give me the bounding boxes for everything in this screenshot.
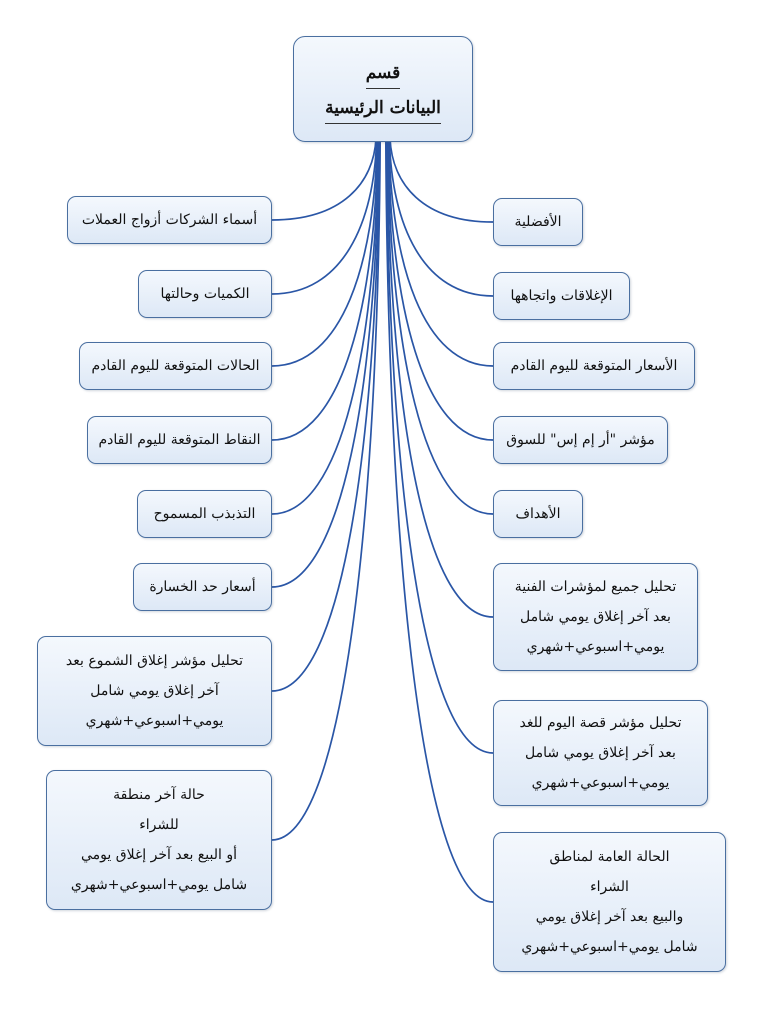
connector-left-4 bbox=[271, 137, 380, 515]
node-expected-states[interactable]: الحالات المتوقعة لليوم القادم bbox=[79, 342, 272, 390]
node-expected-prices[interactable]: الأسعار المتوقعة لليوم القادم bbox=[493, 342, 695, 390]
node-day-story-analysis[interactable]: تحليل مؤشر قصة اليوم للغد بعد آخر إغلاق … bbox=[493, 700, 708, 806]
node-text: الإغلاقات واتجاهها bbox=[510, 288, 613, 304]
connector-right-0 bbox=[389, 137, 494, 223]
node-text-line-4: شامل يومي+اسبوعي+شهري bbox=[521, 939, 698, 955]
node-expected-points[interactable]: النقاط المتوقعة لليوم القادم bbox=[87, 416, 272, 464]
node-closes-trends[interactable]: الإغلاقات واتجاهها bbox=[493, 272, 630, 320]
node-general-zone-state[interactable]: الحالة العامة لمناطق الشراء والبيع بعد آ… bbox=[493, 832, 726, 972]
node-text-line-2: آخر إغلاق يومي شامل bbox=[90, 683, 219, 699]
connector-right-2 bbox=[387, 137, 494, 367]
node-text-line-2: بعد آخر إغلاق يومي شامل bbox=[525, 745, 676, 761]
node-text-line-3: أو البيع بعد آخر إغلاق يومي bbox=[81, 847, 237, 863]
node-text-line-3: يومي+اسبوعي+شهري bbox=[526, 639, 665, 655]
node-text-line-1: حالة آخر منطقة bbox=[113, 787, 205, 803]
connector-left-5 bbox=[271, 137, 380, 588]
node-companies-pairs[interactable]: أسماء الشركات أزواج العملات bbox=[67, 196, 272, 244]
connector-right-3 bbox=[387, 137, 494, 441]
node-text-line-1: الحالة العامة لمناطق bbox=[549, 849, 670, 865]
node-text: أسماء الشركات أزواج العملات bbox=[81, 212, 258, 228]
node-text: النقاط المتوقعة لليوم القادم bbox=[98, 432, 261, 448]
connector-left-6 bbox=[271, 137, 381, 692]
node-text: الكميات وحالتها bbox=[160, 286, 250, 302]
node-last-zone-state[interactable]: حالة آخر منطقة للشراء أو البيع بعد آخر إ… bbox=[46, 770, 272, 910]
connector-left-0 bbox=[271, 137, 377, 221]
root-title-line-1: قسم bbox=[365, 58, 401, 89]
node-targets[interactable]: الأهداف bbox=[493, 490, 583, 538]
connector-left-3 bbox=[271, 137, 379, 441]
connector-left-7 bbox=[271, 137, 382, 841]
connector-left-1 bbox=[271, 137, 378, 295]
node-technical-analysis[interactable]: تحليل جميع لمؤشرات الفنية بعد آخر إغلاق … bbox=[493, 563, 698, 671]
connector-right-4 bbox=[386, 137, 494, 515]
node-text-line-3: يومي+اسبوعي+شهري bbox=[531, 775, 670, 791]
node-text-line-2: للشراء bbox=[139, 817, 179, 833]
node-text-line-2: بعد آخر إغلاق يومي شامل bbox=[520, 609, 671, 625]
node-candle-close-analysis[interactable]: تحليل مؤشر إغلاق الشموع بعد آخر إغلاق يو… bbox=[37, 636, 272, 746]
node-stop-loss[interactable]: أسعار حد الخسارة bbox=[133, 563, 272, 611]
connector-right-6 bbox=[385, 137, 494, 754]
node-text-line-3: يومي+اسبوعي+شهري bbox=[85, 713, 224, 729]
node-text: التذبذب المسموح bbox=[153, 506, 256, 522]
node-text: الأهداف bbox=[515, 506, 561, 522]
node-text-line-4: شامل يومي+اسبوعي+شهري bbox=[70, 877, 248, 893]
node-text: الأسعار المتوقعة لليوم القادم bbox=[510, 358, 678, 374]
node-text-line-2: الشراء bbox=[590, 879, 629, 895]
root-title-line-2: البيانات الرئيسية bbox=[325, 93, 441, 124]
connector-right-5 bbox=[386, 137, 494, 618]
node-text: الحالات المتوقعة لليوم القادم bbox=[91, 358, 260, 374]
node-text-line-1: تحليل جميع لمؤشرات الفنية bbox=[514, 579, 677, 595]
node-text-line-1: تحليل مؤشر إغلاق الشموع بعد bbox=[65, 653, 244, 669]
root-node[interactable]: قسم البيانات الرئيسية bbox=[293, 36, 473, 142]
node-text: مؤشر "أر إم إس" للسوق bbox=[506, 432, 655, 448]
node-quantities[interactable]: الكميات وحالتها bbox=[138, 270, 272, 318]
connector-left-2 bbox=[271, 137, 379, 367]
node-text-line-3: والبيع بعد آخر إغلاق يومي bbox=[535, 909, 684, 925]
node-rms-indicator[interactable]: مؤشر "أر إم إس" للسوق bbox=[493, 416, 668, 464]
connector-right-7 bbox=[384, 137, 494, 903]
node-text-line-1: تحليل مؤشر قصة اليوم للغد bbox=[519, 715, 682, 731]
connector-right-1 bbox=[388, 137, 494, 297]
node-priority[interactable]: الأفضلية bbox=[493, 198, 583, 246]
node-allowed-swing[interactable]: التذبذب المسموح bbox=[137, 490, 272, 538]
node-text: الأفضلية bbox=[514, 214, 562, 230]
node-text: أسعار حد الخسارة bbox=[149, 579, 256, 595]
